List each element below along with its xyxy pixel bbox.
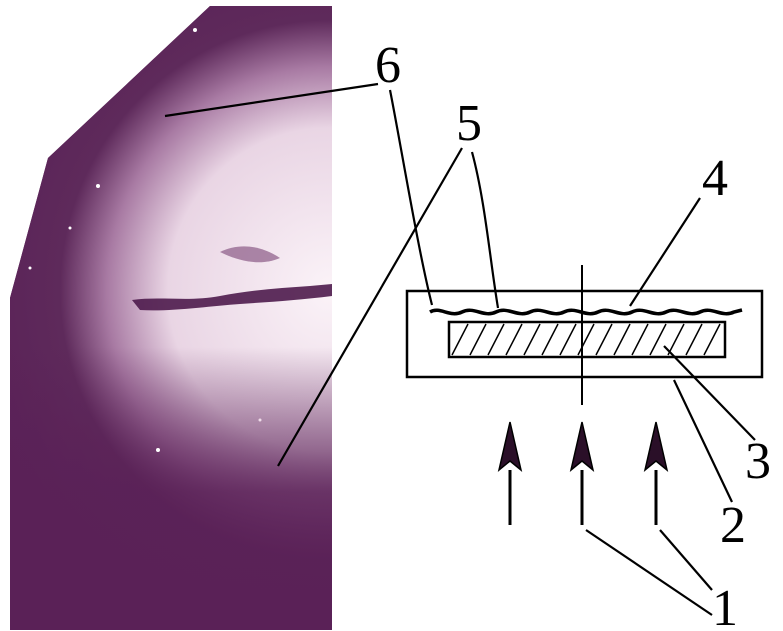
label-5: 5 [456, 95, 482, 152]
label-3: 3 [745, 433, 771, 490]
leader-1b [660, 530, 712, 590]
leader-1a [586, 530, 712, 615]
leader-2 [674, 380, 732, 502]
leader-5-schematic [472, 152, 498, 308]
arrow-center [571, 422, 593, 525]
label-1: 1 [712, 580, 738, 631]
label-4: 4 [702, 150, 728, 207]
arrow-left [499, 422, 521, 525]
leader-6-schematic [390, 90, 432, 305]
hatch-lines [452, 324, 720, 355]
arrow-right [645, 422, 667, 525]
wavy-surface-line [430, 310, 742, 314]
label-6: 6 [375, 37, 401, 94]
outer-plate [407, 291, 762, 377]
specimen-photo [0, 0, 690, 631]
leader-3 [664, 346, 755, 440]
label-2: 2 [720, 497, 746, 554]
